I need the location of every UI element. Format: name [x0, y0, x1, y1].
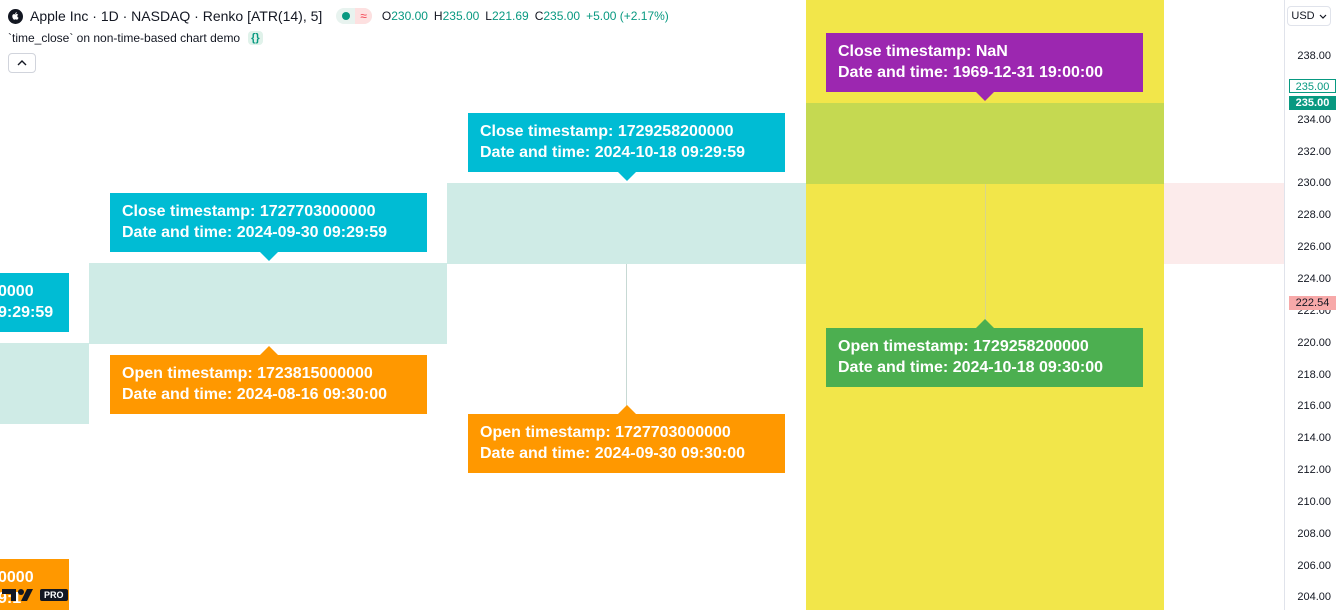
price-label-outline: 235.00	[1289, 79, 1336, 93]
chevron-down-icon	[1319, 14, 1327, 19]
renko-brick-up	[0, 343, 89, 424]
renko-brick-down-projection	[1164, 183, 1284, 264]
ohlc-low: L221.69	[485, 9, 528, 23]
ohlc-high: H235.00	[434, 9, 479, 23]
ohlc-value: 235.00	[442, 9, 480, 23]
renko-brick-up	[447, 183, 806, 264]
source-code-icon[interactable]: {}	[248, 31, 263, 45]
open-timestamp-label: Open timestamp: 1729258200000 Date and t…	[826, 319, 1143, 387]
close-timestamp-label-partial: 0000 9:29:59	[0, 273, 69, 332]
label-pointer	[617, 405, 636, 414]
market-status-pill[interactable]: ≈	[336, 8, 372, 24]
label-line: 0000	[0, 569, 34, 586]
currency-selector[interactable]: USD	[1287, 6, 1331, 26]
close-timestamp-label: Close timestamp: 1729258200000 Date and …	[468, 113, 785, 181]
open-timestamp-label: Open timestamp: 1723815000000 Date and t…	[110, 346, 427, 414]
price-tick-label: 208.00	[1297, 527, 1331, 540]
ohlc-value: +5.00 (+2.17%)	[586, 9, 669, 23]
close-timestamp-label: Close timestamp: NaN Date and time: 1969…	[826, 33, 1143, 101]
price-tick-label: 220.00	[1297, 336, 1331, 349]
price-label-current: 235.00	[1289, 96, 1336, 110]
currency-label: USD	[1291, 10, 1315, 22]
ohlc-label: O	[381, 9, 392, 23]
label-pointer	[259, 346, 278, 355]
price-tick-label: 238.00	[1297, 50, 1331, 62]
price-tick-label: 218.00	[1297, 368, 1331, 381]
label-line: Date and time: 2024-09-30 09:30:00	[480, 445, 746, 462]
collapse-legend-button[interactable]	[8, 53, 36, 73]
approx-icon: ≈	[355, 8, 372, 24]
price-axis[interactable]: 238.00236.00234.00232.00230.00228.00226.…	[1284, 0, 1336, 610]
label-line: Date and time: 2024-10-18 09:30:00	[838, 359, 1104, 376]
price-tick-label: 204.00	[1297, 591, 1331, 604]
price-label-red: 222.54	[1289, 296, 1336, 310]
market-open-dot-icon	[342, 12, 351, 20]
close-timestamp-label: Close timestamp: 1727703000000 Date and …	[110, 193, 427, 261]
label-line: Open timestamp: 1729258200000	[838, 338, 1089, 355]
label-line: Date and time: 2024-09-30 09:29:59	[122, 224, 388, 241]
label-line: 9:29:59	[0, 304, 54, 321]
label-line: Open timestamp: 1723815000000	[122, 365, 373, 382]
ohlc-value: 221.69	[491, 9, 529, 23]
brick-wick	[626, 264, 627, 414]
price-tick-label: 226.00	[1297, 241, 1331, 254]
label-line: Close timestamp: 1729258200000	[480, 123, 734, 140]
apple-logo-icon	[8, 8, 23, 24]
label-pointer	[975, 92, 994, 101]
label-line: 0000	[0, 283, 34, 300]
price-tick-label: 228.00	[1297, 209, 1331, 222]
price-tick-label: 234.00	[1297, 113, 1331, 126]
label-line: Date and time: 2024-08-16 09:30:00	[122, 386, 388, 403]
ohlc-label: H	[433, 9, 443, 23]
price-tick-label: 224.00	[1297, 272, 1331, 285]
open-timestamp-label: Open timestamp: 1727703000000 Date and t…	[468, 405, 785, 473]
tradingview-logo[interactable]: PRO	[0, 585, 80, 605]
brick-wick	[985, 184, 986, 320]
label-pointer	[259, 252, 278, 261]
ohlc-close: C235.00	[535, 9, 580, 23]
price-tick-label: 206.00	[1297, 559, 1331, 572]
label-line: Close timestamp: NaN	[838, 43, 1008, 60]
label-pointer	[617, 172, 636, 181]
chevron-up-icon	[17, 60, 27, 66]
label-pointer	[975, 319, 994, 328]
price-tick-label: 230.00	[1297, 177, 1331, 190]
label-line: Open timestamp: 1727703000000	[480, 424, 731, 441]
price-tick-label: 232.00	[1297, 145, 1331, 158]
price-tick-label: 212.00	[1297, 464, 1331, 477]
ohlc-label: L	[485, 9, 492, 23]
symbol-title: Apple Inc · 1D · NASDAQ · Renko [ATR(14)…	[30, 8, 323, 24]
label-line: Date and time: 2024-10-18 09:29:59	[480, 144, 746, 161]
chart-area[interactable]: 0000 9:29:59 Close timestamp: 1727703000…	[0, 0, 1284, 610]
ohlc-value: 235.00	[543, 9, 581, 23]
ohlc-label: C	[534, 9, 544, 23]
ohlc-value: 230.00	[391, 9, 428, 23]
indicator-legend[interactable]: `time_close` on non-time-based chart dem…	[8, 31, 263, 45]
label-line: Date and time: 1969-12-31 19:00:00	[838, 64, 1104, 81]
symbol-legend[interactable]: Apple Inc · 1D · NASDAQ · Renko [ATR(14)…	[8, 6, 675, 26]
price-tick-label: 210.00	[1297, 495, 1331, 508]
price-tick-label: 214.00	[1297, 432, 1331, 445]
pro-badge: PRO	[40, 589, 68, 601]
label-line: Close timestamp: 1727703000000	[122, 203, 376, 220]
tradingview-logo-icon	[2, 589, 33, 601]
indicator-title: `time_close` on non-time-based chart dem…	[8, 31, 241, 45]
ohlc-change: +5.00 (+2.17%)	[586, 9, 669, 23]
renko-brick-current	[806, 103, 1164, 184]
ohlc-open: O230.00	[382, 9, 428, 23]
price-tick-label: 216.00	[1297, 400, 1331, 413]
open-timestamp-label-partial: 0000 9:1	[0, 559, 69, 610]
renko-brick-up	[89, 263, 447, 344]
